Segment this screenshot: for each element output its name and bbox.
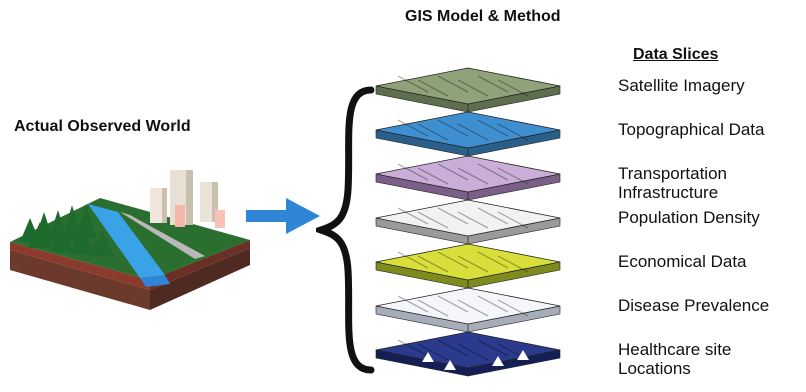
river-shape — [88, 204, 165, 278]
gis-diagram: GIS Model & Method Actual Observed World… — [10, 8, 770, 378]
data-slice-6 — [375, 287, 561, 333]
slice-label-line-2: Locations — [618, 359, 691, 378]
slice-label-1: Satellite Imagery — [618, 76, 745, 95]
slice-label-5: Economical Data — [618, 252, 747, 271]
terrain-block-illustration — [10, 170, 250, 310]
slice-label-line-2: Infrastructure — [618, 183, 719, 202]
slice-label-line-1: Transportation — [618, 164, 727, 183]
data-slice-5 — [375, 243, 561, 289]
arrow-right-icon — [246, 198, 320, 234]
data-slices-heading: Data Slices — [633, 46, 719, 63]
data-slice-7 — [375, 331, 561, 377]
slice-label-2: Topographical Data — [618, 120, 765, 139]
data-slice-2 — [375, 111, 561, 157]
diagram-title: GIS Model & Method — [405, 8, 561, 25]
curly-brace-shape — [316, 86, 375, 374]
slice-label-6: Disease Prevalence — [618, 296, 770, 315]
data-slice-3 — [375, 155, 561, 201]
slice-label-4: Population Density — [618, 208, 760, 227]
observed-world-title: Actual Observed World — [14, 118, 191, 135]
slice-label-line-1: Healthcare site — [618, 340, 732, 359]
data-slice-1 — [375, 67, 561, 113]
